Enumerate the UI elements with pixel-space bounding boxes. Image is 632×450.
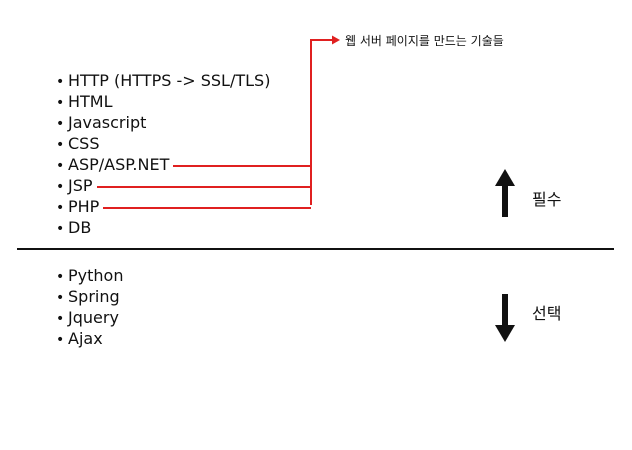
list-item: •Python <box>56 265 123 286</box>
list-item-label: ASP/ASP.NET <box>68 155 170 174</box>
list-item: •Javascript <box>56 112 270 133</box>
arrowhead-icon <box>332 35 340 45</box>
list-item: •Jquery <box>56 307 123 328</box>
list-item: •DB <box>56 217 270 238</box>
bullet-icon: • <box>56 311 65 327</box>
bullet-icon: • <box>56 179 65 195</box>
list-item-highlighted: •PHP <box>56 196 270 217</box>
list-item-label: Python <box>68 266 124 285</box>
list-item: •HTML <box>56 91 270 112</box>
list-item: •HTTP (HTTPS -> SSL/TLS) <box>56 70 270 91</box>
list-item: •CSS <box>56 133 270 154</box>
list-item-highlighted: •ASP/ASP.NET <box>56 154 270 175</box>
list-item: •Spring <box>56 286 123 307</box>
annotation-caption: 웹 서버 페이지를 만드는 기술들 <box>345 34 504 48</box>
down-arrow-icon <box>495 294 515 342</box>
connector-trunk <box>310 39 334 205</box>
up-arrow-icon <box>495 169 515 217</box>
list-item-label: PHP <box>68 197 100 216</box>
list-item-label: HTTP (HTTPS -> SSL/TLS) <box>68 71 271 90</box>
list-item-label: Spring <box>68 287 120 306</box>
bullet-icon: • <box>56 221 65 237</box>
list-item-label: Javascript <box>68 113 147 132</box>
bullet-icon: • <box>56 116 65 132</box>
list-item-highlighted: •JSP <box>56 175 270 196</box>
bullet-icon: • <box>56 74 65 90</box>
list-item-label: HTML <box>68 92 113 111</box>
list-item-label: DB <box>68 218 92 237</box>
list-item-label: Ajax <box>68 329 103 348</box>
required-label: 필수 <box>532 190 562 209</box>
required-tech-list: •HTTP (HTTPS -> SSL/TLS) •HTML •Javascri… <box>56 70 270 238</box>
list-item-label: CSS <box>68 134 100 153</box>
optional-label: 선택 <box>532 304 562 323</box>
list-item-label: Jquery <box>68 308 119 327</box>
bullet-icon: • <box>56 137 65 153</box>
bullet-icon: • <box>56 95 65 111</box>
bullet-icon: • <box>56 332 65 348</box>
bullet-icon: • <box>56 269 65 285</box>
list-item: •Ajax <box>56 328 123 349</box>
bullet-icon: • <box>56 200 65 216</box>
bullet-icon: • <box>56 158 65 174</box>
optional-tech-list: •Python •Spring •Jquery •Ajax <box>56 265 123 349</box>
bullet-icon: • <box>56 290 65 306</box>
list-item-label: JSP <box>68 176 93 195</box>
